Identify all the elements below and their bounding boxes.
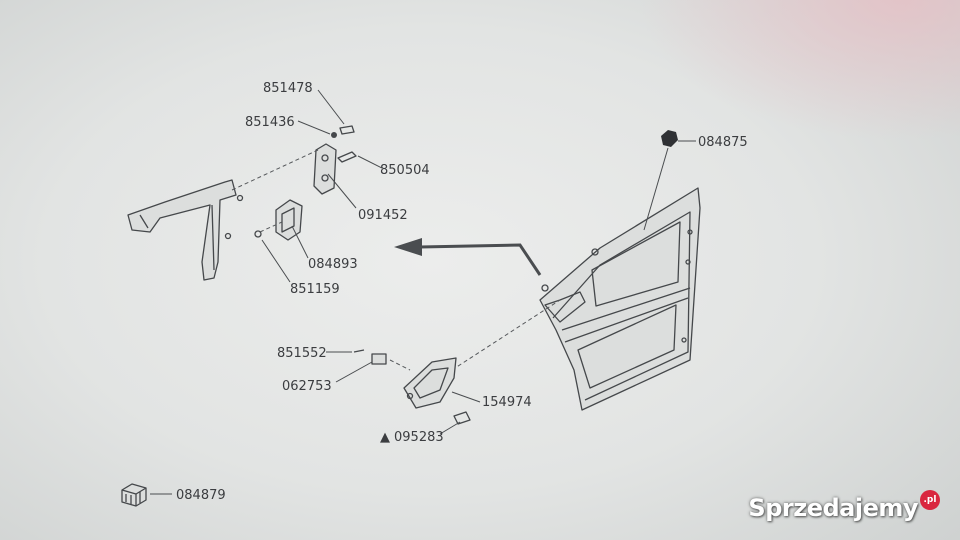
dash-line-4 [389,359,411,371]
label-084893: 084893 [308,257,358,272]
leader-lines [150,89,696,495]
triangle-icon: ▲ [380,430,390,445]
dash-line-3 [451,299,561,371]
label-095283: 095283 [394,430,444,445]
pin-095283 [453,411,471,425]
screw-851552 [353,349,365,353]
bolt-851159 [254,230,262,238]
label-062753: 062753 [282,379,332,394]
bolts-top [331,125,357,163]
label-850504: 850504 [380,163,430,178]
label-851159: 851159 [290,282,340,297]
hinge-plate [313,143,337,195]
sprzedajemy-watermark: Sprzedajemy .pl [748,490,940,522]
label-091452: 091452 [358,208,408,223]
arrow-head [394,238,422,256]
label-154974: 154974 [482,395,532,410]
label-084875: 084875 [698,135,748,150]
label-084879: 084879 [176,488,226,503]
clip-062753 [371,353,387,365]
box-084879-icon [121,483,147,507]
door-panel [539,187,701,411]
hinge-bracket [127,179,244,281]
dash-line-1 [231,149,319,191]
hex-084875-icon [661,130,678,147]
label-851478: 851478 [263,81,313,96]
label-851552: 851552 [277,346,327,361]
direction-arrow [419,243,542,276]
striker [275,199,303,241]
watermark-text: Sprzedajemy [748,494,918,522]
door-handle [403,357,457,409]
label-851436: 851436 [245,115,295,130]
watermark-badge: .pl [920,490,940,510]
